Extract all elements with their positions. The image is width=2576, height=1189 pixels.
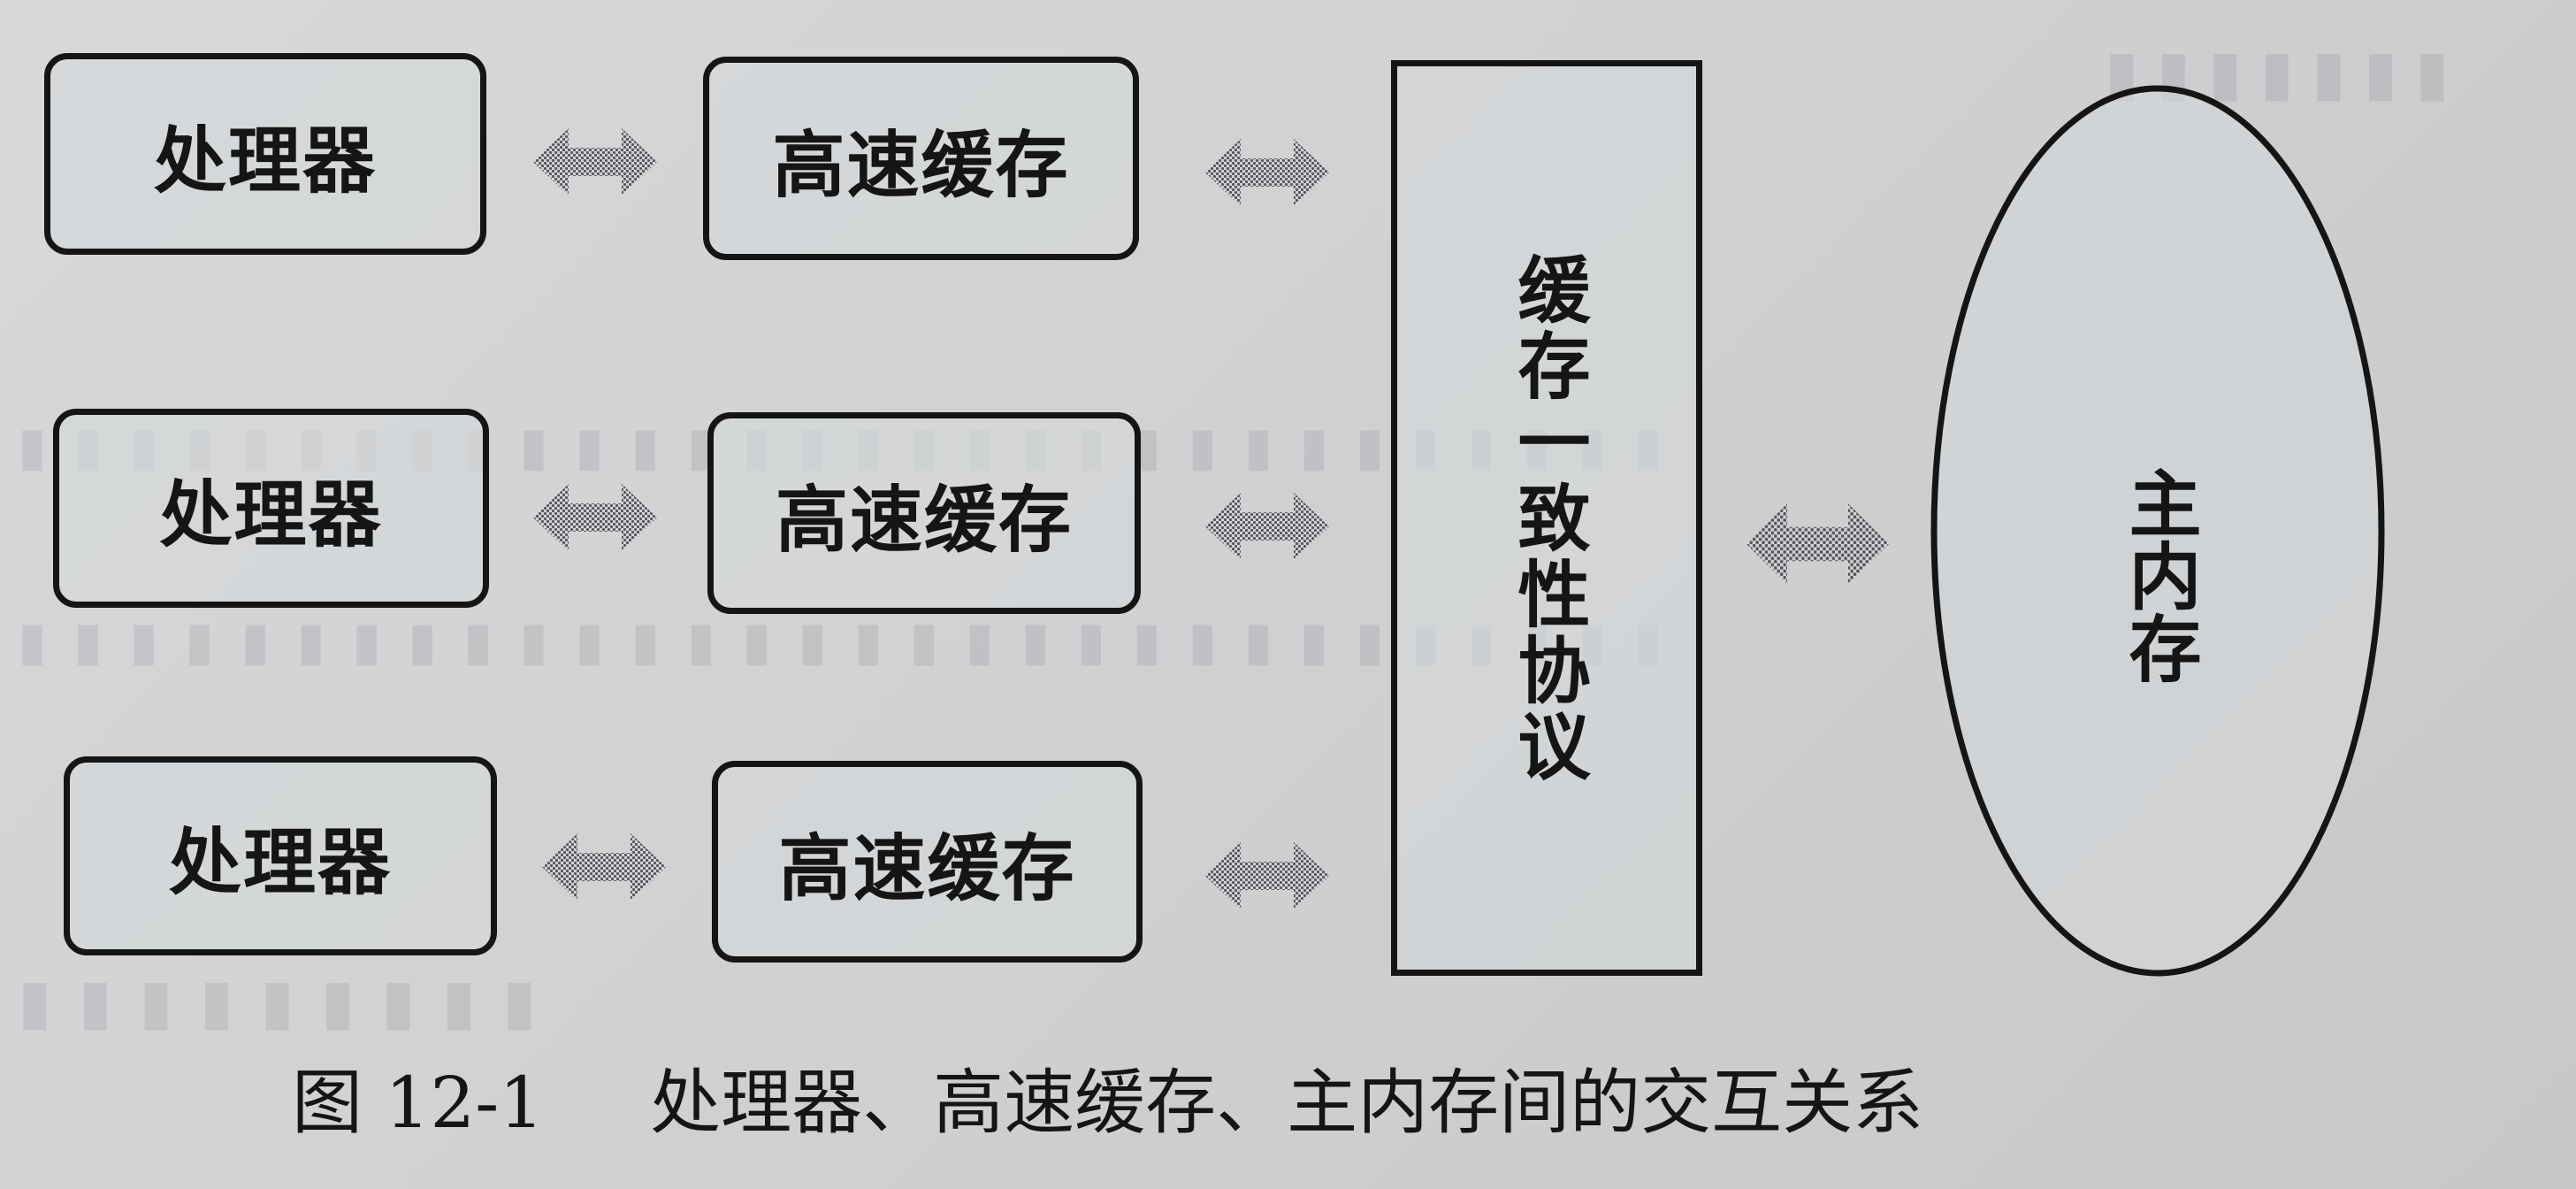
- arrow-protocol-memory: [1747, 503, 1889, 585]
- arrow-cache-protocol-2: [1205, 493, 1329, 560]
- processor-box: 处理器: [53, 409, 489, 608]
- processor-box: 处理器: [44, 53, 486, 255]
- arrow-processor-cache-3: [542, 833, 666, 901]
- processor-box: 处理器: [64, 756, 497, 955]
- arrow-processor-cache-1: [533, 128, 657, 196]
- cache-coherence-protocol-box: 缓存一致性协议: [1391, 60, 1702, 976]
- cache-box: 高速缓存: [707, 412, 1141, 614]
- figure-number: 图 12-1: [292, 1062, 545, 1144]
- main-memory-label: 主内存: [2116, 466, 2200, 684]
- cache-box: 高速缓存: [712, 761, 1143, 963]
- cache-box: 高速缓存: [703, 57, 1139, 260]
- main-memory-ellipse: [1930, 85, 2385, 977]
- figure-caption: 图 12-1 处理器、高速缓存、主内存间的交互关系: [292, 1039, 2326, 1154]
- caption-text: 处理器、高速缓存、主内存间的交互关系: [650, 1062, 1924, 1144]
- arrow-cache-protocol-3: [1205, 842, 1329, 909]
- arrow-cache-protocol-1: [1205, 139, 1329, 206]
- arrow-processor-cache-2: [533, 484, 657, 551]
